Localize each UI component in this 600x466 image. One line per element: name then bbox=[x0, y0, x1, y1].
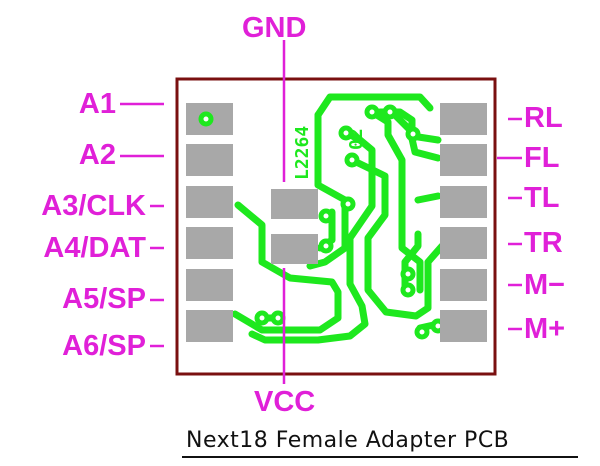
pads bbox=[186, 103, 487, 342]
pad-center-gnd bbox=[271, 189, 318, 219]
via bbox=[254, 310, 270, 326]
trace bbox=[306, 111, 349, 270]
vias-top bbox=[198, 111, 214, 127]
label-vcc: VCC bbox=[254, 386, 316, 418]
pad-right-1 bbox=[440, 103, 487, 135]
via bbox=[405, 126, 421, 142]
via bbox=[382, 104, 398, 120]
leader-lines bbox=[120, 40, 522, 384]
via bbox=[400, 266, 416, 282]
pad-right-2 bbox=[440, 144, 487, 176]
via bbox=[400, 282, 416, 298]
label-right-4: TR bbox=[524, 227, 563, 259]
pad-left-3 bbox=[186, 186, 233, 218]
pad-center-vcc bbox=[271, 234, 318, 264]
pad-left-4 bbox=[186, 227, 233, 259]
via bbox=[364, 104, 380, 120]
pad-left-2 bbox=[186, 144, 233, 176]
trace bbox=[414, 192, 442, 204]
caption-underline bbox=[182, 456, 578, 458]
label-right-1: RL bbox=[524, 102, 563, 134]
trace bbox=[314, 93, 434, 119]
label-left-3: A3/CLK bbox=[41, 190, 146, 222]
via bbox=[318, 208, 334, 224]
label-left-6: A6/SP bbox=[62, 330, 146, 362]
trace bbox=[248, 128, 376, 344]
trace bbox=[348, 156, 446, 320]
pad-right-3 bbox=[440, 186, 487, 218]
via bbox=[340, 196, 356, 212]
pad-right-6 bbox=[440, 310, 487, 342]
label-right-6: M+ bbox=[524, 313, 566, 345]
silkscreen-part-number: L2264 02 bbox=[258, 126, 384, 180]
label-left-1: A1 bbox=[78, 88, 116, 120]
trace bbox=[231, 201, 342, 334]
via bbox=[338, 125, 354, 141]
label-right-5: M− bbox=[524, 269, 566, 301]
label-left-4: A4/DAT bbox=[43, 232, 146, 264]
pad-left-6 bbox=[186, 310, 233, 342]
via bbox=[270, 310, 286, 326]
via bbox=[414, 324, 430, 340]
label-right-3: TL bbox=[524, 182, 560, 214]
pad-right-5 bbox=[440, 269, 487, 301]
via bbox=[198, 111, 214, 127]
revision: 02 bbox=[346, 128, 367, 150]
label-right-2: FL bbox=[524, 142, 560, 174]
label-left-2: A2 bbox=[78, 139, 116, 171]
part-number: L2264 bbox=[292, 125, 313, 180]
pad-right-4 bbox=[440, 227, 487, 259]
label-left-5: A5/SP bbox=[62, 283, 146, 315]
trace bbox=[368, 108, 424, 294]
caption-title: Next18 Female Adapter PCB bbox=[186, 428, 510, 453]
label-gnd: GND bbox=[242, 12, 307, 44]
via bbox=[344, 152, 360, 168]
via bbox=[318, 238, 334, 254]
pad-left-5 bbox=[186, 269, 233, 301]
